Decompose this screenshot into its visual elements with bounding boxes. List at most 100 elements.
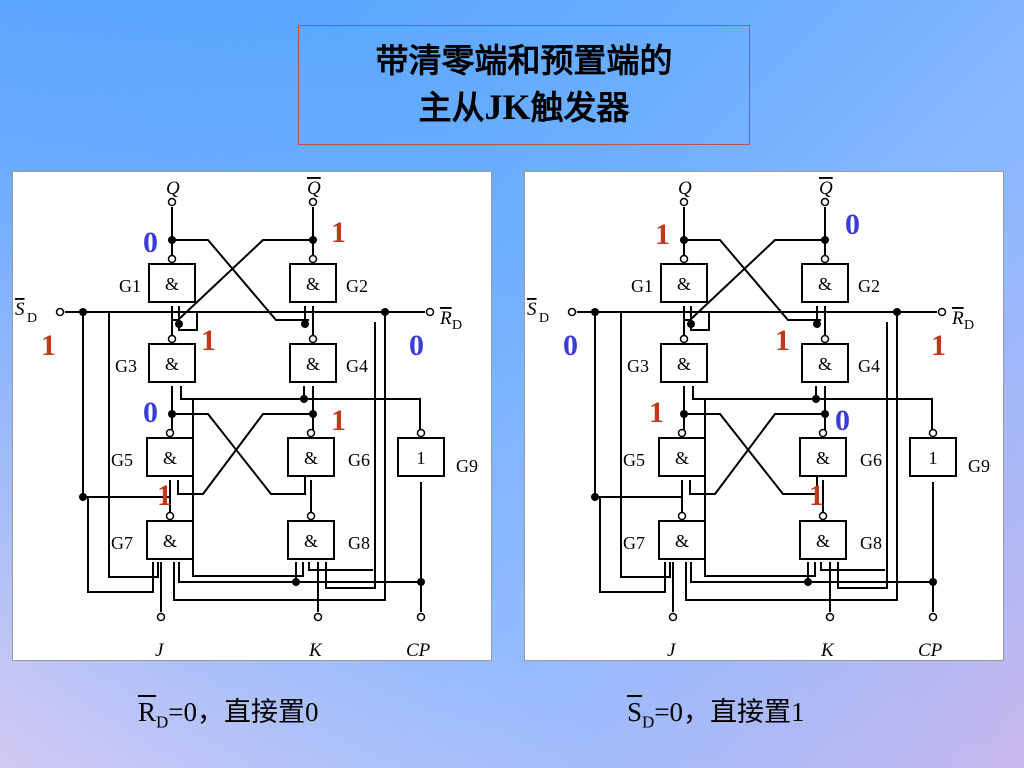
- gate-g4: [289, 343, 337, 383]
- gate-g4: [801, 343, 849, 383]
- title-line-2-c: 触发器: [530, 88, 630, 127]
- wire: [684, 413, 818, 495]
- wire: [172, 239, 309, 321]
- gate-g9: [909, 437, 957, 477]
- gate-label-g8: G8: [348, 533, 370, 553]
- value-q: 1: [655, 218, 670, 251]
- gate-g3: [148, 343, 196, 383]
- wire: [704, 399, 816, 577]
- wire: [685, 312, 898, 601]
- wire: [690, 562, 933, 583]
- gate-label-g9: G9: [968, 456, 990, 476]
- gate-label-g3: G3: [627, 356, 649, 376]
- wire: [178, 562, 421, 583]
- terminal-sd-sub: D: [27, 311, 37, 326]
- gate-g9: [397, 437, 445, 477]
- gate-g6: [799, 437, 847, 477]
- gate-symbol: &: [818, 274, 832, 294]
- terminal-q: Q: [166, 178, 180, 199]
- gate-symbol: 1: [929, 448, 938, 468]
- caption-right-sub: D: [642, 712, 655, 732]
- terminal-rd-sub: D: [964, 318, 974, 333]
- wire: [108, 312, 159, 578]
- wire: [172, 239, 313, 321]
- gate-label-g6: G6: [348, 450, 370, 470]
- wire: [172, 413, 306, 495]
- wire: [308, 562, 373, 571]
- gate-symbol: &: [677, 354, 691, 374]
- terminal-sd-sub: D: [539, 311, 549, 326]
- value-g6-in: 0: [835, 404, 850, 437]
- caption-left: RD=0，直接置0: [138, 690, 319, 732]
- value-g7-in: 1: [809, 479, 824, 512]
- gate-label-g9: G9: [456, 456, 478, 476]
- terminal-q-bar: Q: [307, 178, 321, 199]
- wire: [177, 413, 313, 495]
- value-rd: 1: [931, 329, 946, 362]
- wire: [192, 399, 304, 577]
- gate-label-g2: G2: [346, 276, 368, 296]
- wire: [620, 312, 671, 578]
- gate-label-g8: G8: [860, 533, 882, 553]
- value-sd: 1: [41, 329, 56, 362]
- gate-symbol: &: [304, 531, 318, 551]
- gate-label-g1: G1: [631, 276, 653, 296]
- terminal-sd: S: [15, 299, 25, 320]
- circuit-diagram-left: & & & & & & & & 1 G1 G2 G3 G4 G5 G6 G7 G…: [15, 178, 478, 661]
- title-line-2: 主从JK触发器: [299, 84, 749, 131]
- caption-left-text: =0，直接置0: [168, 697, 319, 727]
- terminal-k: K: [308, 640, 323, 661]
- gate-label-g4: G4: [346, 356, 368, 376]
- value-qn: 0: [845, 208, 860, 241]
- gate-symbol: &: [165, 274, 179, 294]
- wire: [325, 322, 376, 589]
- gate-symbol: &: [165, 354, 179, 374]
- terminal-cp: CP: [406, 640, 431, 661]
- gate-symbol: &: [306, 354, 320, 374]
- circuit-panel-right: & & & & & & & & 1 G1 G2 G3 G4 G5 G6 G7 G…: [524, 171, 1004, 661]
- terminal-j: J: [155, 640, 165, 661]
- value-g5-in: 1: [649, 396, 664, 429]
- wire: [820, 562, 885, 571]
- terminal-j: J: [667, 640, 677, 661]
- value-qn: 1: [331, 216, 346, 249]
- caption-right: SD=0，直接置1: [627, 690, 805, 732]
- gate-g3: [660, 343, 708, 383]
- gate-symbol: &: [816, 531, 830, 551]
- gate-label-g7: G7: [111, 533, 133, 553]
- gate-label-g7: G7: [623, 533, 645, 553]
- gate-label-g5: G5: [623, 450, 645, 470]
- gate-label-g4: G4: [858, 356, 880, 376]
- caption-right-text: =0，直接置1: [654, 697, 805, 727]
- title-line-2-a: 主从: [418, 88, 485, 127]
- wire: [837, 322, 888, 589]
- gate-symbol: 1: [417, 448, 426, 468]
- terminal-q: Q: [678, 178, 692, 199]
- gate-symbol: &: [675, 448, 689, 468]
- gate-symbol: &: [816, 448, 830, 468]
- value-g7-in: 1: [157, 479, 172, 512]
- gate-label-g6: G6: [860, 450, 882, 470]
- terminal-q-bar: Q: [819, 178, 833, 199]
- circuit-panel-left: & & & & & & & & 1 G1 G2 G3 G4 G5 G6 G7 G…: [12, 171, 492, 661]
- gate-symbol: &: [163, 531, 177, 551]
- value-g6-in: 1: [331, 404, 346, 437]
- title-line-2-b: JK: [484, 87, 531, 127]
- gate-label-g1: G1: [119, 276, 141, 296]
- wire: [173, 312, 386, 601]
- terminal-rd: R: [951, 308, 964, 329]
- title-box: 带清零端和预置端的 主从JK触发器: [298, 25, 750, 145]
- caption-left-sub: D: [156, 712, 169, 732]
- terminal-k: K: [820, 640, 835, 661]
- wire: [684, 239, 825, 321]
- caption-right-signal: S: [627, 697, 643, 727]
- gate-symbol: &: [677, 274, 691, 294]
- circuit-diagram-right: & & & & & & & & 1 G1 G2 G3 G4 G5 G6 G7 G…: [527, 178, 990, 661]
- wire: [178, 306, 198, 331]
- gate-label-g3: G3: [115, 356, 137, 376]
- wire: [690, 306, 710, 331]
- gate-g8: [287, 520, 335, 560]
- gate-g6: [287, 437, 335, 477]
- value-q: 0: [143, 226, 158, 259]
- value-g5-in: 0: [143, 396, 158, 429]
